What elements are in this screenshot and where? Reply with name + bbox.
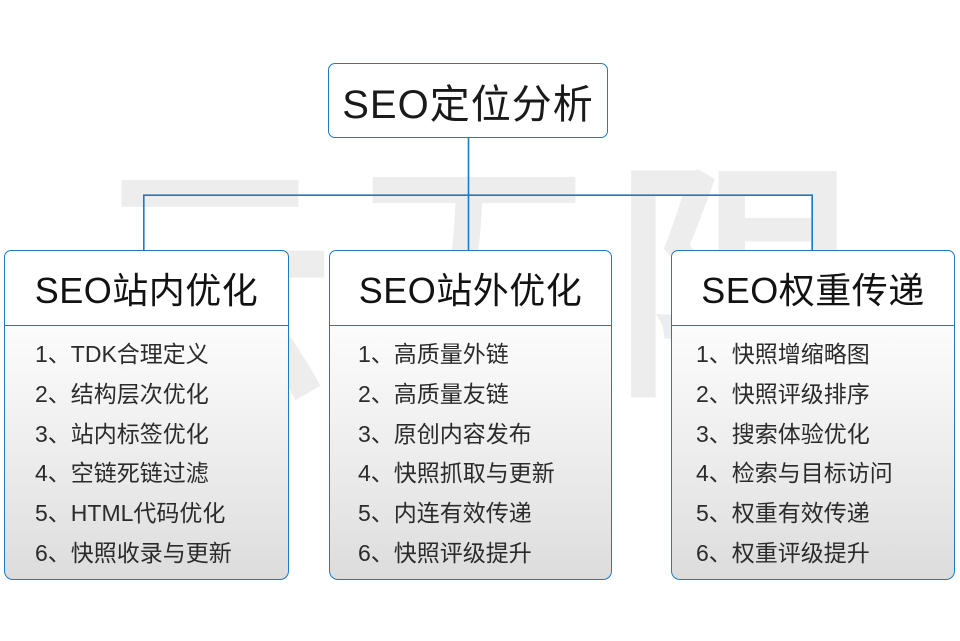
list-item: 3、原创内容发布 xyxy=(358,420,532,447)
list-item: 1、TDK合理定义 xyxy=(35,341,209,367)
branch-header-1: SEO站内优化 xyxy=(4,250,289,326)
branch-list-3: 1、快照增缩略图 2、快照评级排序 3、搜索体验优化 4、检索与目标访问 5、权… xyxy=(671,326,955,580)
list-item: 6、快照评级提升 xyxy=(358,539,532,566)
list-item: 2、高质量友链 xyxy=(358,380,509,407)
list-item: 2、快照评级排序 xyxy=(696,380,870,407)
list-item: 1、快照增缩略图 xyxy=(696,341,870,367)
branch-title-3: SEO权重传递 xyxy=(701,270,925,311)
branch-column-1: SEO站内优化 1、TDK合理定义 2、结构层次优化 3、站内标签优化 4、空链… xyxy=(4,250,289,580)
branch-list-2: 1、高质量外链 2、高质量友链 3、原创内容发布 4、快照抓取与更新 5、内连有… xyxy=(329,326,612,580)
branch-title-1: SEO站内优化 xyxy=(34,270,259,311)
branch-column-3: SEO权重传递 1、快照增缩略图 2、快照评级排序 3、搜索体验优化 4、检索与… xyxy=(671,250,955,580)
list-item: 3、站内标签优化 xyxy=(35,420,209,447)
list-item: 4、快照抓取与更新 xyxy=(358,460,555,487)
branch-title-2: SEO站外优化 xyxy=(358,270,583,311)
root-node: SEO定位分析 xyxy=(328,63,608,138)
list-item: 1、高质量外链 xyxy=(358,341,509,367)
list-item: 5、内连有效传递 xyxy=(358,500,532,527)
list-item: 4、空链死链过滤 xyxy=(35,460,209,487)
list-item: 5、HTML代码优化 xyxy=(35,500,226,527)
list-item: 6、权重评级提升 xyxy=(696,539,870,566)
branch-list-1: 1、TDK合理定义 2、结构层次优化 3、站内标签优化 4、空链死链过滤 5、H… xyxy=(4,326,289,580)
branch-header-2: SEO站外优化 xyxy=(329,250,612,326)
list-item: 3、搜索体验优化 xyxy=(696,420,870,447)
branch-header-3: SEO权重传递 xyxy=(671,250,955,326)
root-node-title: SEO定位分析 xyxy=(342,82,594,127)
list-item: 5、权重有效传递 xyxy=(696,500,870,527)
list-item: 2、结构层次优化 xyxy=(35,380,209,407)
list-item: 6、快照收录与更新 xyxy=(35,539,232,566)
branch-column-2: SEO站外优化 1、高质量外链 2、高质量友链 3、原创内容发布 4、快照抓取与… xyxy=(329,250,612,580)
list-item: 4、检索与目标访问 xyxy=(696,460,893,487)
